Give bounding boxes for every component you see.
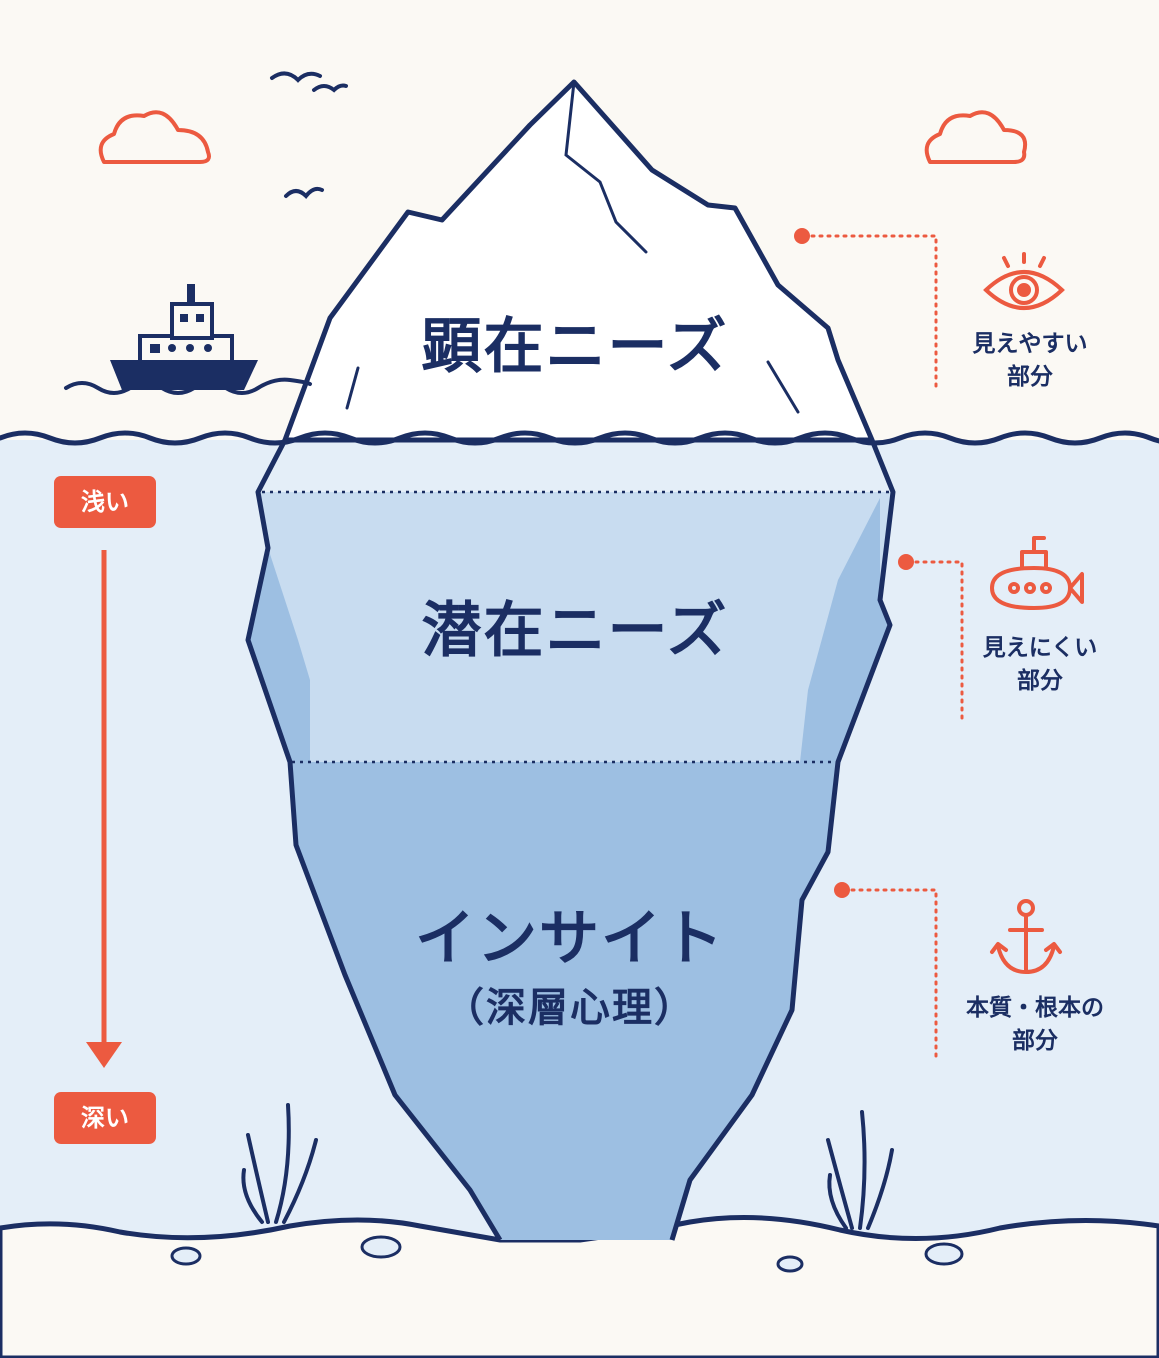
note-visible-line1: 見えやすい (972, 331, 1088, 357)
note-essence-part: 本質・根本の 部分 (940, 992, 1130, 1058)
iceberg-underwater-outline (245, 438, 896, 1242)
note-hard-to-see-part: 見えにくい 部分 (960, 632, 1120, 698)
cloud-icon (924, 110, 1027, 164)
iceberg-crevices (345, 80, 800, 414)
layer-label-insight: インサイト (415, 904, 725, 974)
note-essence-line2: 部分 (1012, 1028, 1058, 1054)
leader-line-essence (850, 888, 938, 1064)
depth-badge-shallow: 浅い (54, 476, 156, 528)
note-essence-line1: 本質・根本の (966, 995, 1104, 1021)
stone (170, 1246, 202, 1266)
bird-icon (270, 71, 348, 199)
eye-icon (983, 252, 1065, 310)
leader-dot (898, 554, 914, 570)
depth-arrowhead (86, 1042, 122, 1068)
stone (924, 1242, 964, 1266)
leader-line-visible (810, 234, 938, 392)
iceberg-tip (282, 79, 875, 443)
seaweed-left (241, 1103, 318, 1224)
layer-label-latent-needs: 潜在ニーズ (421, 596, 729, 666)
submarine-icon (990, 536, 1084, 610)
note-visible-part: 見えやすい 部分 (950, 328, 1110, 394)
note-hard-to-see-line1: 見えにくい (982, 635, 1098, 661)
note-visible-line2: 部分 (1007, 364, 1053, 390)
anchor-icon (990, 899, 1062, 974)
seaweed-right (826, 1110, 894, 1230)
iceberg-insight-layer (290, 762, 838, 1240)
leader-line-hard-to-see (914, 560, 964, 720)
iceberg-latent-layer (248, 492, 893, 762)
stone (776, 1255, 804, 1273)
sea-surface-wave (0, 430, 1159, 446)
cloud-icon (98, 110, 211, 164)
iceberg-facet (800, 498, 890, 762)
depth-badge-deep: 深い (54, 1092, 156, 1144)
layer-sublabel-insight: （深層心理） (444, 985, 696, 1031)
stone (360, 1235, 402, 1259)
ship-icon (110, 284, 258, 390)
leader-dot (834, 882, 850, 898)
leader-dot (794, 228, 810, 244)
layer-label-explicit-needs: 顕在ニーズ (421, 312, 729, 382)
iceberg-facet (248, 548, 310, 762)
note-hard-to-see-line2: 部分 (1017, 668, 1063, 694)
